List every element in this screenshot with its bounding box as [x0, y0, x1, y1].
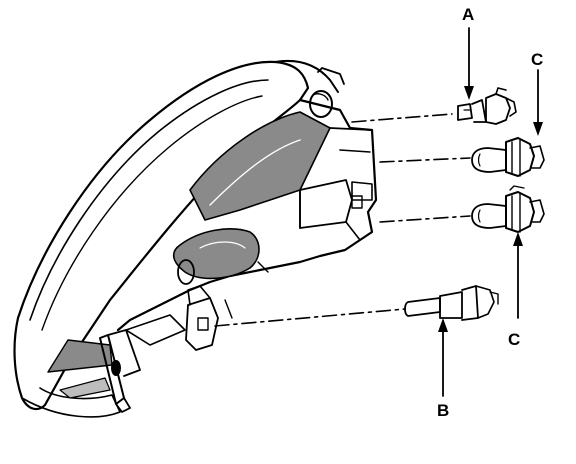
- callout-label-c-lower: C: [508, 330, 521, 349]
- bulb-b: [404, 285, 499, 321]
- callout-label-b: B: [437, 401, 450, 420]
- callout-label-a: A: [462, 5, 475, 24]
- lower-mounting-bracket: [99, 285, 219, 413]
- bulb-c-lower: [471, 185, 545, 233]
- leader-lines: [214, 113, 471, 327]
- bulb-a: [457, 87, 517, 125]
- headlight-housing: [13, 60, 345, 418]
- housing-rear-body: [116, 98, 378, 332]
- callout-label-c-upper: C: [531, 50, 544, 69]
- callout-arrows: [438, 27, 543, 397]
- bulb-c-upper: [471, 137, 545, 177]
